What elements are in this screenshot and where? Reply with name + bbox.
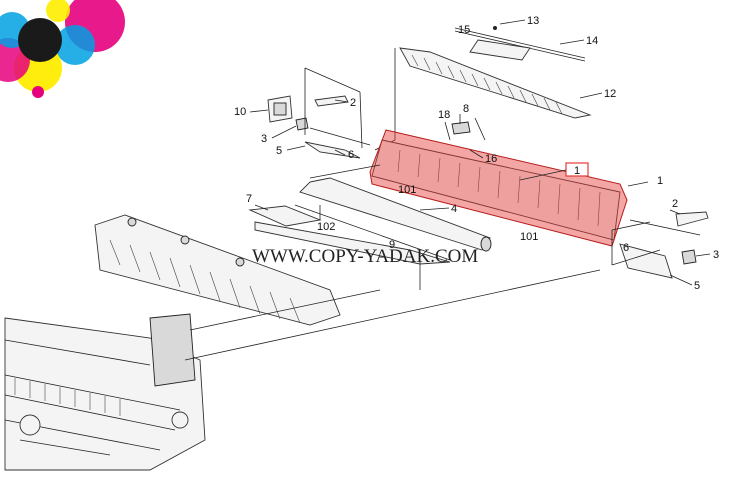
- watermark-text: WWW.COPY-YADAK.COM: [252, 246, 478, 267]
- callout-5-left: 5: [276, 145, 282, 157]
- callout-10: 10: [234, 106, 246, 118]
- brand-logo: [0, 0, 125, 98]
- callout-6-right: 6: [623, 242, 629, 254]
- callout-2-right: 2: [672, 198, 678, 210]
- callout-3-left: 3: [261, 133, 267, 145]
- part-rod-14: [454, 26, 586, 62]
- main-frame: [4, 269, 601, 471]
- callout-101-top: 101: [398, 184, 416, 196]
- highlight-label-box: [565, 162, 589, 177]
- callout-9: 9: [389, 239, 395, 251]
- right-bracket-parts: [611, 211, 709, 279]
- highlight-label: 1: [574, 165, 580, 177]
- callout-5-right: 5: [694, 280, 700, 292]
- callout-102: 102: [317, 221, 335, 233]
- highlighted-transfer-guide: 1: [369, 129, 649, 247]
- callout-1-right: 1: [657, 175, 663, 187]
- callout-13: 13: [527, 15, 539, 27]
- leader-lines: [249, 19, 711, 286]
- callout-15: 15: [458, 24, 470, 36]
- callout-labels: 13 14 15 12 10 2 3 5 6 18 8 16 101 1 7 1…: [234, 15, 719, 292]
- callout-6-left: 6: [348, 149, 354, 161]
- callout-16: 16: [485, 153, 497, 165]
- callout-4: 4: [451, 203, 457, 215]
- callout-101-bottom: 101: [520, 231, 538, 243]
- left-assembly: [94, 214, 341, 326]
- callout-14: 14: [586, 35, 598, 47]
- callout-12: 12: [604, 88, 616, 100]
- roller-part-4: [299, 164, 492, 252]
- callout-7: 7: [246, 193, 252, 205]
- small-parts-8-18: [444, 114, 486, 141]
- callout-3-right: 3: [713, 249, 719, 261]
- callout-2-left: 2: [350, 97, 356, 109]
- callout-8: 8: [463, 103, 469, 115]
- lower-guide-parts: [248, 204, 451, 290]
- callout-18: 18: [438, 109, 450, 121]
- left-bracket-parts: [267, 67, 371, 159]
